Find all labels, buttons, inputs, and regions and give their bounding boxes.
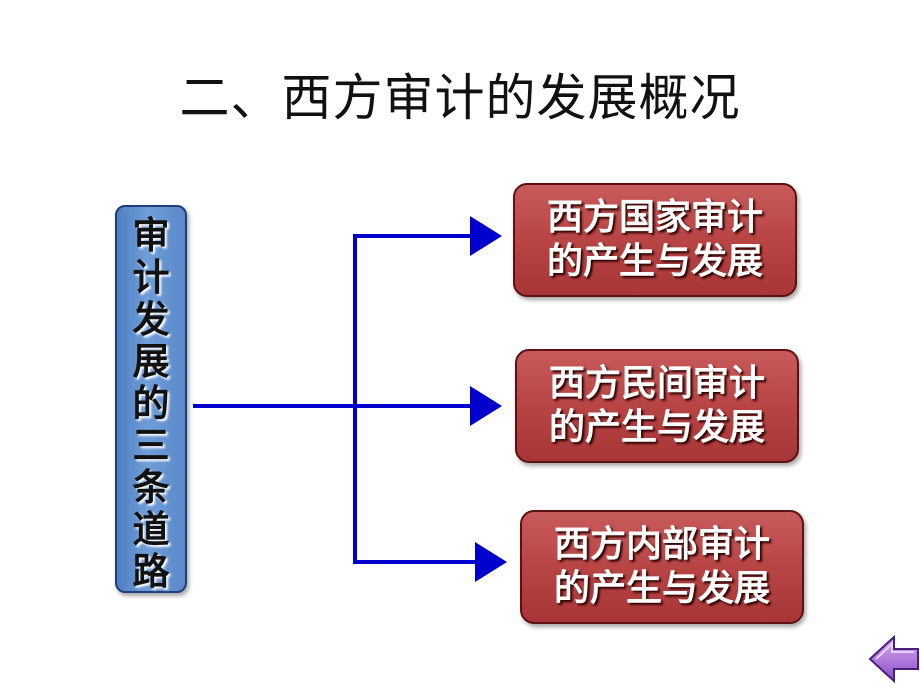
- node-internal-audit-line1: 西方内部审计: [553, 524, 770, 565]
- node-state-audit: 西方国家审计 的产生与发展: [513, 183, 797, 297]
- node-internal-audit: 西方内部审计 的产生与发展: [520, 510, 804, 624]
- page-title: 二、西方审计的发展概况: [179, 69, 741, 127]
- node-private-audit: 西方民间审计 的产生与发展: [515, 349, 799, 463]
- node-state-audit-line1: 西方国家审计: [546, 197, 763, 238]
- node-internal-audit-line2: 的产生与发展: [553, 568, 770, 609]
- node-state-audit-line2: 的产生与发展: [546, 241, 763, 282]
- back-arrow-icon: [868, 634, 919, 684]
- node-private-audit-line1: 西方民间审计: [548, 363, 765, 404]
- root-node: 审 计 发 展 的 三 条 道 路: [115, 205, 187, 593]
- back-button[interactable]: [866, 633, 920, 685]
- root-node-label: 审 计 发 展 的 三 条 道 路: [132, 214, 170, 593]
- node-private-audit-line2: 的产生与发展: [548, 407, 765, 448]
